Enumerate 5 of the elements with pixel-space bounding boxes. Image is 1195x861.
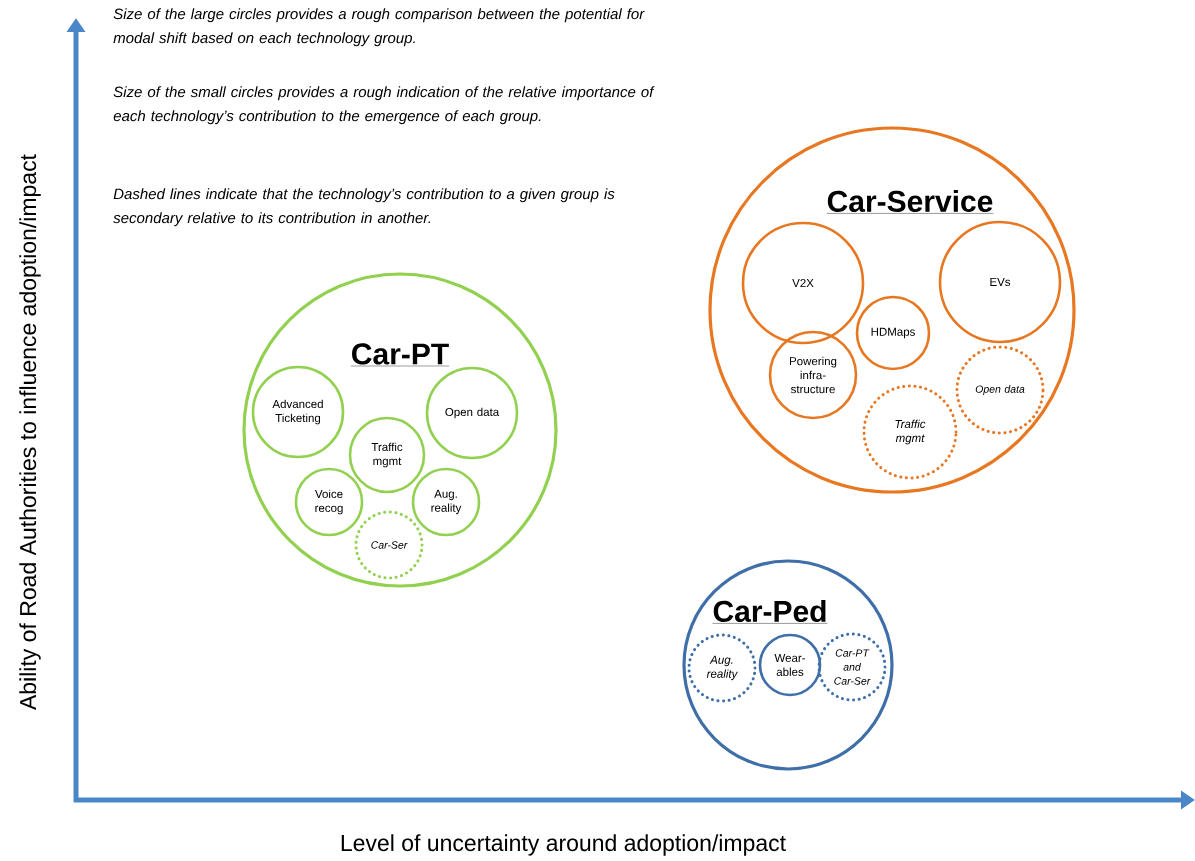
axis-label: Level of uncertainty around adoption/impact xyxy=(341,834,786,856)
note: Size of the large circles provides a rough comparison between the potential for modal shift based on each technology group. xyxy=(113,8,645,47)
note: Size of the small circles provides a rough indication of the relative importance of each technology’s contribution to the emergence of each group. xyxy=(113,86,655,125)
axis-label: Ability of Road Authorities to influence adoption/impact xyxy=(19,154,41,710)
note: Dashed lines indicate that the technology’s contribution to a given group is secondary relative to its contribution in another. xyxy=(113,188,615,227)
